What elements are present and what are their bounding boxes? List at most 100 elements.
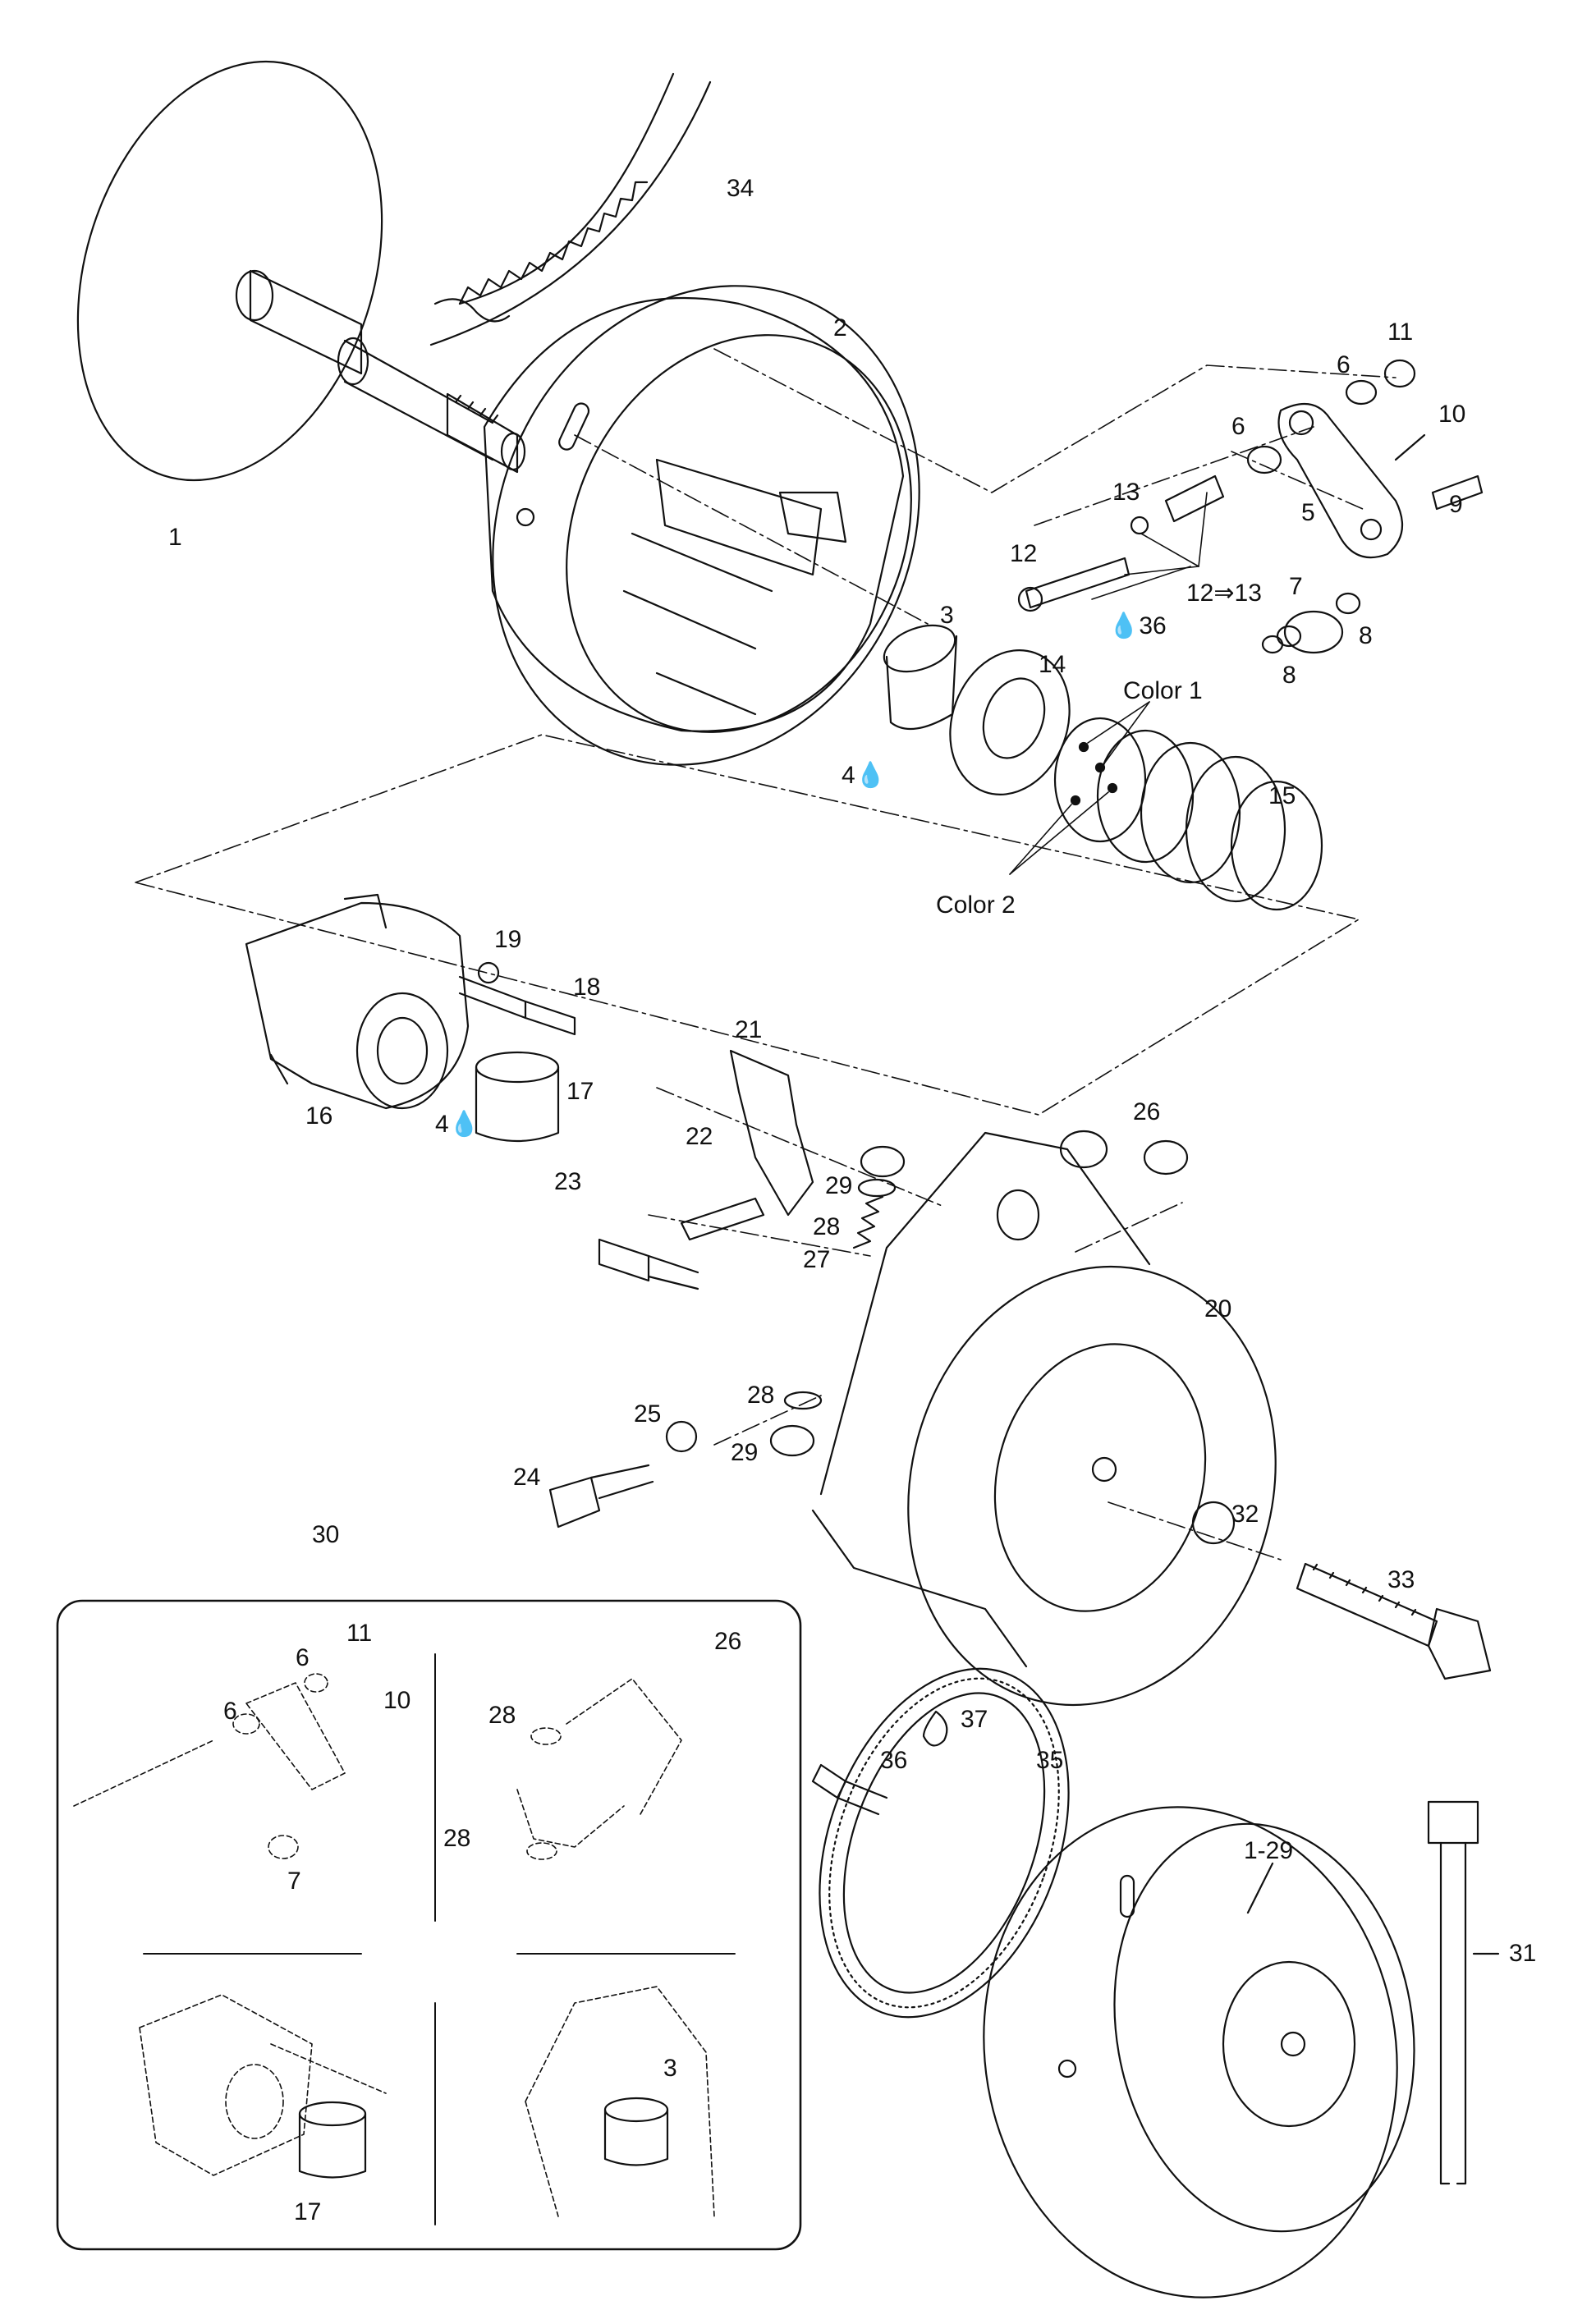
inset-spider-bushing-17 (298, 2101, 367, 2179)
callout-10: 10 (1438, 401, 1466, 428)
drop-icon: 💧 (1108, 612, 1140, 639)
adhesive-drop-part-37 (922, 1710, 948, 1747)
bolt-part-33 (1296, 1562, 1492, 1680)
callout-8b: 8 (1359, 622, 1373, 649)
small-hardware-parts (1017, 359, 1484, 654)
detail-inset-box (56, 1599, 802, 2251)
callout-33: 33 (1387, 1566, 1415, 1593)
callout-35: 35 (1036, 1747, 1064, 1774)
callout-4a: 4💧 (842, 763, 886, 788)
callout-7: 7 (1289, 573, 1303, 600)
callout-31: 31 (1509, 1940, 1537, 1967)
callout-19: 19 (494, 926, 522, 953)
movable-sheave-part-2 (483, 285, 920, 766)
callout-37: 37 (961, 1706, 988, 1733)
rings-parts-28-29 (769, 1145, 906, 1457)
inset-callout-26: 26 (714, 1628, 742, 1655)
callout-1-29: 1-29 (1244, 1837, 1294, 1864)
callout-30: 30 (312, 1521, 340, 1548)
callout-6b: 6 (1231, 413, 1245, 440)
callout-13: 13 (1112, 479, 1140, 506)
drop-icon: 💧 (855, 762, 887, 789)
ring-gear-part-35 (819, 1667, 1070, 2019)
hub-part-20 (811, 1130, 1277, 1707)
callout-22: 22 (686, 1123, 713, 1150)
callout-36-drop-label: 36 (1139, 612, 1167, 639)
bolt-part-24 (548, 1464, 654, 1529)
callout-28a: 28 (813, 1213, 841, 1240)
spring-part-27 (852, 1195, 884, 1249)
callout-4a-label: 4 (842, 762, 855, 789)
callout-9: 9 (1449, 491, 1463, 518)
washer-part-25 (665, 1420, 698, 1453)
fixed-sheave-part-1 (76, 60, 526, 482)
callout-20: 20 (1204, 1295, 1232, 1322)
inset-sheave-bushing-3 (603, 2097, 669, 2166)
callout-11: 11 (1387, 319, 1414, 346)
note-color-1: Color 1 (1123, 677, 1203, 704)
callout-25: 25 (634, 1400, 662, 1428)
nut-part-26 (1143, 1139, 1189, 1176)
callout-27: 27 (803, 1246, 831, 1273)
callout-21: 21 (735, 1016, 763, 1043)
callout-24: 24 (513, 1464, 541, 1491)
callout-34: 34 (727, 175, 754, 202)
inset-callout-11: 11 (346, 1620, 373, 1647)
inset-callout-10: 10 (383, 1687, 411, 1714)
spring-part-15 (1053, 717, 1323, 911)
callout-14: 14 (1039, 651, 1066, 678)
inset-callout-17: 17 (294, 2198, 322, 2225)
roller-arm-part-5 (1277, 402, 1404, 559)
long-bolt-part-31 (1427, 1800, 1500, 2185)
inset-callout-28b: 28 (443, 1825, 471, 1852)
inset-callout-6a: 6 (296, 1644, 310, 1671)
callout-1: 1 (168, 524, 182, 551)
callout-4b-label: 4 (435, 1111, 449, 1138)
callout-18: 18 (573, 974, 601, 1001)
inset-arm-detail (73, 1673, 346, 1859)
callout-5: 5 (1301, 499, 1315, 526)
color-leader-lines (1009, 701, 1150, 875)
callout-26: 26 (1133, 1098, 1161, 1125)
bushing-part-3 (883, 624, 958, 731)
callout-36-drop: 💧36 (1108, 614, 1167, 639)
arm-leader-lines (1091, 492, 1208, 600)
assembly-guide-lines (135, 348, 1396, 1561)
callout-29a: 29 (825, 1172, 853, 1199)
drive-belt-part-34 (429, 72, 712, 346)
callout-15: 15 (1268, 782, 1296, 809)
callout-12: 12 (1010, 540, 1038, 567)
callout-3: 3 (940, 602, 954, 629)
callout-6a: 6 (1337, 351, 1351, 378)
callout-28b: 28 (747, 1382, 775, 1409)
callout-12-to-13: 12⇒13 (1186, 580, 1262, 607)
inset-callout-3: 3 (663, 2055, 677, 2082)
bushing-part-17 (475, 1051, 560, 1143)
note-color-2: Color 2 (936, 891, 1016, 919)
callout-8a: 8 (1282, 662, 1296, 689)
callout-2: 2 (833, 314, 847, 341)
drive-pulley-assembly-1-29 (983, 1806, 1415, 2299)
bolt-part-23 (598, 1238, 699, 1290)
callout-23: 23 (554, 1168, 582, 1195)
pin-part-22 (680, 1197, 765, 1241)
drop-icon: 💧 (448, 1111, 480, 1138)
washer-part-19 (477, 961, 500, 984)
inset-spider-detail (139, 1994, 387, 2176)
washer-part-32 (1191, 1501, 1236, 1545)
screw-part-18 (458, 975, 576, 1036)
inset-sheave-detail (525, 1986, 715, 2217)
callout-32: 32 (1231, 1501, 1259, 1528)
inset-callout-28a: 28 (488, 1702, 516, 1729)
lever-part-21 (729, 1049, 814, 1217)
inset-callout-6b: 6 (223, 1698, 237, 1725)
callout-29b: 29 (731, 1439, 759, 1466)
callout-4b: 4💧 (435, 1112, 479, 1137)
spider-part-16 (245, 893, 470, 1110)
screw-part-36 (811, 1763, 888, 1816)
inset-callout-7: 7 (287, 1868, 301, 1895)
callout-16: 16 (305, 1102, 333, 1130)
callout-36: 36 (880, 1747, 908, 1774)
callout-17: 17 (566, 1078, 594, 1105)
